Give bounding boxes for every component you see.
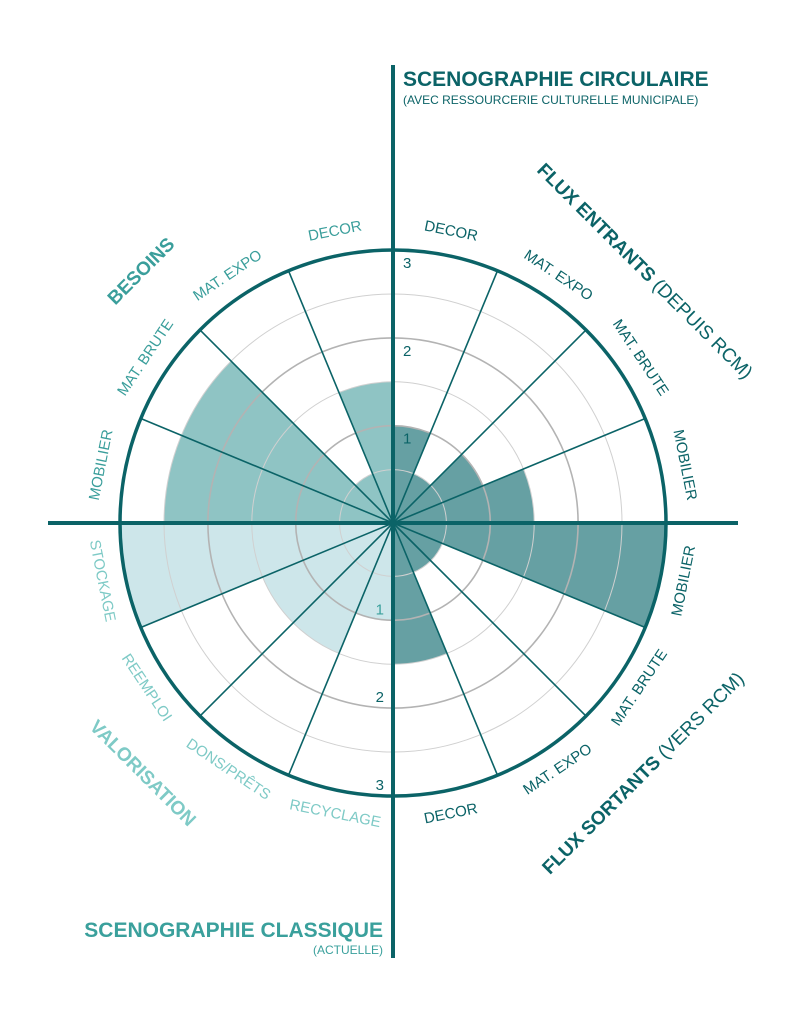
wedge-valorisation [293,523,393,654]
category-label: MAT. BRUTE [609,316,672,399]
wedge-valorisation [120,523,393,628]
group-label: VALORISATION [85,716,199,830]
wedge-besoins [164,435,393,523]
group-name: VALORISATION [85,716,199,830]
wedge-flux [393,468,535,523]
category-label: DONS/PRÊTS [183,735,274,803]
wedge-flux [393,473,431,523]
group-suffix: (DEPUIS RCM) [644,272,756,384]
wedges-layer [120,361,666,665]
tick-label-bottom: 3 [376,777,384,794]
category-label: DECOR [423,218,480,245]
wedge-flux [393,523,443,561]
spoke-line [392,522,587,717]
tick-label-bottom: 1 [376,601,384,618]
tick-label-top: 3 [403,255,411,272]
spoke-line [199,329,394,524]
tick-label-top: 2 [403,343,411,360]
category-label: RECYCLAGE [288,796,382,831]
category-label: DECOR [423,800,480,827]
category-label: MAT. BRUTE [114,316,177,399]
group-suffix: (VERS RCM) [650,669,748,767]
spoke-line [392,522,646,629]
spoke-line [140,417,394,524]
wedge-flux [393,523,448,665]
category-label: STOCKAGE [86,538,119,623]
wedge-besoins [355,473,393,523]
title-bottom: SCENOGRAPHIE CLASSIQUE [84,919,383,942]
spoke-line [392,417,646,524]
subtitle-bottom: (ACTUELLE) [313,943,383,957]
category-label: MAT. EXPO [190,247,265,305]
spoke-line [287,522,394,776]
spoke-line [392,270,499,524]
spoke-line [392,522,499,776]
wedge-besoins [181,361,393,523]
category-label: REEMPLOI [118,651,175,725]
wedge-flux [393,523,666,628]
title-top: SCENOGRAPHIE CIRCULAIRE [403,68,709,91]
wedge-valorisation [262,523,393,623]
wedge-flux [393,454,483,523]
tick-label-top: 1 [403,431,411,448]
subtitle-top: (AVEC RESSOURCERIE CULTURELLE MUNICIPALE… [403,93,698,107]
group-label: BESOINS [104,234,179,309]
category-label: MOBILIER [669,428,700,502]
category-label: MOBILIER [668,544,699,618]
category-label: MAT. EXPO [521,247,596,305]
spoke-line [392,329,587,524]
category-label: MOBILIER [86,428,117,502]
wedge-flux [393,523,431,573]
spokes-layer [48,65,738,958]
group-name: BESOINS [104,234,179,309]
category-label: DECOR [307,218,364,245]
spoke-line [287,270,394,524]
category-label: MAT. BRUTE [608,646,671,729]
category-label: MAT. EXPO [520,741,595,799]
tick-label-bottom: 2 [376,689,384,706]
spoke-line [199,522,394,717]
wedge-besoins [338,381,393,523]
spoke-line [140,522,394,629]
